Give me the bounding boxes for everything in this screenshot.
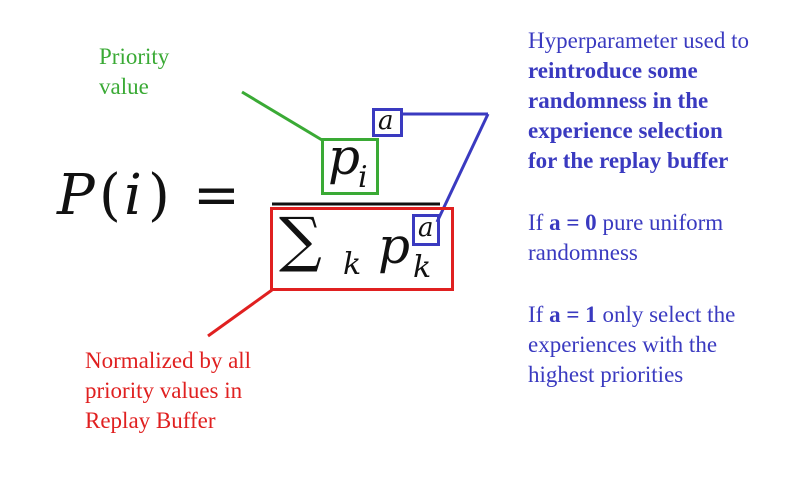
case-one-var: a = 1 xyxy=(549,302,597,327)
formula-lhs-close-paren: ) xyxy=(148,163,170,228)
paragraph-gap xyxy=(528,176,749,208)
numerator-exponent-box xyxy=(372,108,403,137)
hyperparameter-annotation-line: reintroduce some xyxy=(528,58,698,83)
hyperparameter-annotation-line: randomness in the xyxy=(528,88,709,113)
case-zero-line: If a = 0 pure uniform xyxy=(528,208,749,238)
priority-value-box xyxy=(321,138,379,195)
normalized-annotation: Normalized by all priority values in Rep… xyxy=(85,346,251,436)
normalized-annotation-line: Normalized by all xyxy=(85,348,252,373)
hyperparameter-annotation-line: experience selection xyxy=(528,118,723,143)
paragraph-gap xyxy=(528,268,749,300)
hyperparameter-annotation-line: Hyperparameter used to xyxy=(528,28,749,53)
priority-annotation-line: Priority xyxy=(99,44,170,69)
case-zero-suffix: pure uniform xyxy=(596,210,724,235)
formula-lhs-open-paren: ( xyxy=(99,163,121,228)
case-one-suffix: only select the xyxy=(596,302,736,327)
case-zero-var: a = 0 xyxy=(549,210,597,235)
formula-equals-sign: = xyxy=(193,163,240,228)
case-one-line: experiences with the xyxy=(528,332,718,357)
priority-connector-line xyxy=(241,90,323,142)
denominator-exponent-box xyxy=(412,214,440,246)
denominator-sum-index-k: k xyxy=(343,247,362,282)
normalized-annotation-line: priority values in xyxy=(85,378,243,403)
case-zero-line: randomness xyxy=(528,240,638,265)
denominator-p: p xyxy=(378,217,411,275)
denominator-sum-symbol: ∑ xyxy=(279,205,322,275)
numerator-subscript-i: i xyxy=(358,160,368,195)
formula-lhs-i: i xyxy=(124,163,142,228)
denominator-subscript-k: k xyxy=(413,250,432,285)
case-one-prefix: If xyxy=(528,302,550,327)
normalization-box xyxy=(270,207,454,291)
case-one-line: highest priorities xyxy=(528,362,684,387)
hyperparameter-annotation: Hyperparameter used to reintroduce some … xyxy=(528,26,749,390)
priority-value-annotation: Priority value xyxy=(99,42,169,102)
case-zero-prefix: If xyxy=(528,210,550,235)
priority-annotation-line: value xyxy=(99,74,149,99)
normalized-connector-line xyxy=(207,288,273,338)
denominator-exponent-a: a xyxy=(418,213,434,243)
case-one-line: If a = 1 only select the xyxy=(528,300,749,330)
numerator-exponent-a: a xyxy=(378,106,394,136)
hyperparameter-annotation-line: for the replay buffer xyxy=(528,148,729,173)
formula-lhs-P: P xyxy=(57,163,95,228)
hyperparameter-connector-diagonal xyxy=(435,113,490,223)
normalized-annotation-line: Replay Buffer xyxy=(85,408,216,433)
